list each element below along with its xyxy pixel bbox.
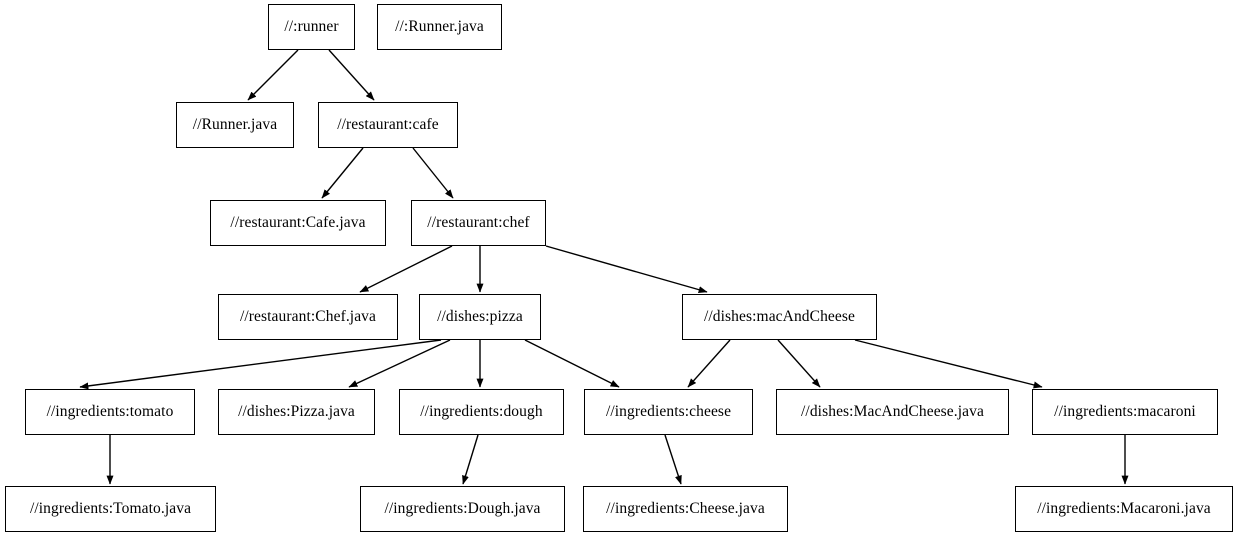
graph-node-restaurant_cafe[interactable]: //restaurant:cafe bbox=[318, 102, 458, 148]
graph-node-label: //restaurant:Chef.java bbox=[239, 308, 377, 326]
graph-node-ingredients_dough[interactable]: //ingredients:dough bbox=[399, 389, 564, 435]
graph-node-runner_java[interactable]: //Runner.java bbox=[176, 102, 294, 148]
graph-edge-restaurant_cafe-to-restaurant_chef bbox=[412, 147, 454, 199]
graph-node-label: //:runner bbox=[284, 18, 339, 36]
graph-node-label: //dishes:Pizza.java bbox=[238, 403, 355, 421]
graph-node-ingredients_cheese[interactable]: //ingredients:cheese bbox=[584, 389, 753, 435]
graph-node-label: //ingredients:Macaroni.java bbox=[1037, 500, 1211, 518]
graph-node-label: //ingredients:Tomato.java bbox=[29, 500, 192, 518]
graph-node-dishes_pizza_java[interactable]: //dishes:Pizza.java bbox=[218, 389, 375, 435]
graph-edge-dishes_pizza-to-ingredients_cheese bbox=[524, 339, 620, 388]
graph-node-ingredients_tomato[interactable]: //ingredients:tomato bbox=[25, 389, 195, 435]
graph-node-label: //restaurant:cafe bbox=[337, 116, 439, 134]
graph-node-label: //dishes:macAndCheese bbox=[703, 308, 856, 326]
graph-node-label: //restaurant:Cafe.java bbox=[230, 214, 366, 232]
graph-node-label: //ingredients:macaroni bbox=[1054, 403, 1196, 421]
graph-node-macaroni_java[interactable]: //ingredients:Macaroni.java bbox=[1015, 486, 1233, 532]
graph-node-label: //ingredients:dough bbox=[420, 403, 543, 421]
graph-edge-restaurant_chef-to-restaurant_chef_java bbox=[359, 245, 453, 293]
graph-edge-dishes_macandcheese-to-dishes_mac_java bbox=[777, 339, 821, 388]
graph-node-restaurant_chef[interactable]: //restaurant:chef bbox=[411, 200, 546, 246]
graph-node-label: //dishes:MacAndCheese.java bbox=[801, 403, 984, 421]
graph-node-label: //restaurant:chef bbox=[427, 214, 530, 232]
graph-edge-runner-to-restaurant_cafe bbox=[328, 49, 375, 101]
graph-node-label: //:Runner.java bbox=[395, 18, 484, 36]
graph-node-runner[interactable]: //:runner bbox=[268, 4, 355, 50]
graph-node-cheese_java[interactable]: //ingredients:Cheese.java bbox=[583, 486, 788, 532]
graph-edge-restaurant_chef-to-dishes_macandcheese bbox=[545, 245, 708, 294]
graph-edge-ingredients_dough-to-dough_java bbox=[462, 434, 479, 485]
graph-node-dishes_pizza[interactable]: //dishes:pizza bbox=[419, 294, 541, 340]
graph-node-dough_java[interactable]: //ingredients:Dough.java bbox=[360, 486, 565, 532]
graph-node-label: //ingredients:Dough.java bbox=[384, 500, 541, 518]
graph-node-dishes_macandcheese[interactable]: //dishes:macAndCheese bbox=[682, 294, 877, 340]
graph-node-label: //ingredients:Cheese.java bbox=[606, 500, 765, 518]
graph-edge-restaurant_cafe-to-restaurant_cafe_java bbox=[321, 147, 364, 199]
graph-edge-dishes_macandcheese-to-ingredients_cheese bbox=[687, 339, 731, 388]
graph-node-root_runner_java[interactable]: //:Runner.java bbox=[377, 4, 502, 50]
graph-node-label: //ingredients:cheese bbox=[605, 403, 732, 421]
graph-node-restaurant_cafe_java[interactable]: //restaurant:Cafe.java bbox=[210, 200, 386, 246]
graph-edge-dishes_pizza-to-dishes_pizza_java bbox=[348, 339, 451, 388]
graph-edge-dishes_pizza-to-ingredients_tomato bbox=[79, 339, 442, 390]
graph-node-label: //ingredients:tomato bbox=[46, 403, 174, 421]
graph-node-dishes_mac_java[interactable]: //dishes:MacAndCheese.java bbox=[776, 389, 1009, 435]
graph-edge-runner-to-runner_java bbox=[247, 49, 299, 101]
graph-node-tomato_java[interactable]: //ingredients:Tomato.java bbox=[5, 486, 216, 532]
graph-node-restaurant_chef_java[interactable]: //restaurant:Chef.java bbox=[218, 294, 398, 340]
graph-edge-dishes_macandcheese-to-ingredients_macaroni bbox=[854, 339, 1043, 389]
graph-node-label: //Runner.java bbox=[192, 116, 278, 134]
graph-node-label: //dishes:pizza bbox=[437, 308, 523, 326]
graph-edge-ingredients_cheese-to-cheese_java bbox=[664, 434, 682, 485]
graph-node-ingredients_macaroni[interactable]: //ingredients:macaroni bbox=[1032, 389, 1218, 435]
